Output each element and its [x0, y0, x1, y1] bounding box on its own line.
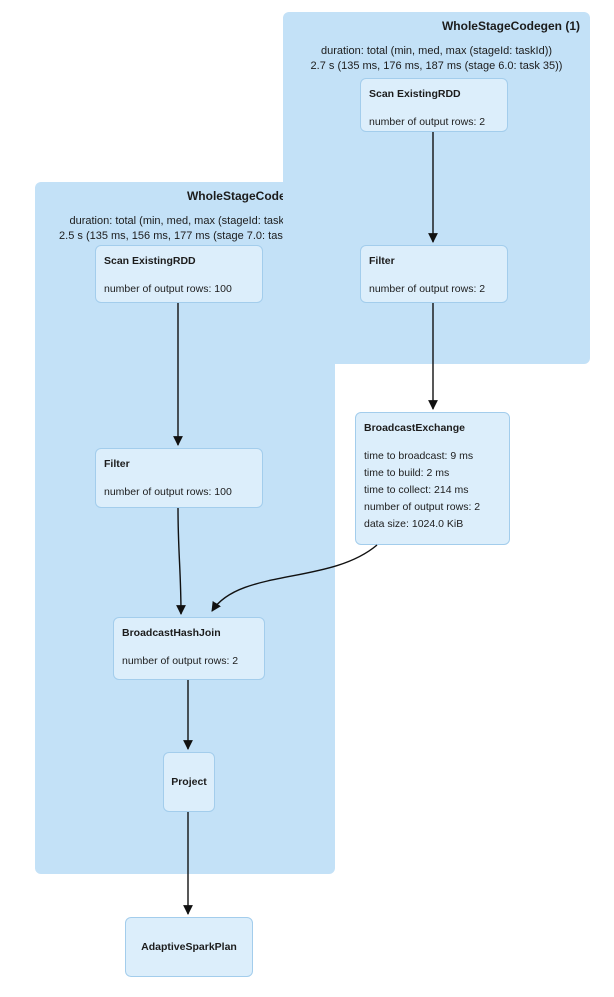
plan-node-broadcast-hash-join[interactable]: BroadcastHashJoin number of output rows:…: [113, 617, 265, 680]
cluster-duration-value: 2.7 s (135 ms, 176 ms, 187 ms (stage 6.0…: [310, 60, 563, 72]
cluster-duration-value: 2.5 s (135 ms, 156 ms, 177 ms (stage 7.0…: [59, 230, 311, 242]
node-title: Scan ExistingRDD: [369, 88, 461, 100]
node-metric: number of output rows: 100: [104, 283, 232, 295]
plan-node-project[interactable]: Project: [163, 752, 215, 812]
plan-node-filter-1[interactable]: Filter number of output rows: 2: [360, 245, 508, 303]
cluster-duration-label: duration: total (min, med, max (stageId:…: [69, 215, 301, 227]
plan-node-adaptive-spark-plan[interactable]: AdaptiveSparkPlan: [125, 917, 253, 977]
node-metric: time to build: 2 ms: [364, 467, 450, 479]
node-metric: number of output rows: 2: [364, 501, 481, 513]
cluster-wholestagecodegen-1: WholeStageCodegen (1) duration: total (m…: [283, 12, 590, 364]
plan-node-scan-existingrdd-2[interactable]: Scan ExistingRDD number of output rows: …: [95, 245, 263, 303]
node-metric: time to broadcast: 9 ms: [364, 450, 474, 462]
node-metric: number of output rows: 2: [369, 283, 486, 295]
node-title: Filter: [104, 458, 130, 470]
cluster-title: WholeStageCodegen (1): [441, 19, 580, 33]
node-metric: number of output rows: 2: [369, 116, 486, 128]
node-metric: number of output rows: 100: [104, 486, 232, 498]
node-title: BroadcastHashJoin: [122, 627, 221, 639]
plan-node-broadcast-exchange[interactable]: BroadcastExchange time to broadcast: 9 m…: [355, 412, 510, 545]
node-metric: time to collect: 214 ms: [364, 484, 469, 496]
node-title: Scan ExistingRDD: [104, 255, 196, 267]
node-metric: number of output rows: 2: [122, 655, 239, 667]
plan-node-scan-existingrdd-1[interactable]: Scan ExistingRDD number of output rows: …: [360, 78, 508, 132]
plan-node-filter-2[interactable]: Filter number of output rows: 100: [95, 448, 263, 508]
node-metric: data size: 1024.0 KiB: [364, 518, 464, 530]
node-title: Project: [171, 775, 207, 788]
node-title: Filter: [369, 255, 395, 267]
cluster-duration-label: duration: total (min, med, max (stageId:…: [320, 45, 553, 57]
node-title: BroadcastExchange: [364, 422, 465, 434]
node-title: AdaptiveSparkPlan: [141, 940, 237, 953]
